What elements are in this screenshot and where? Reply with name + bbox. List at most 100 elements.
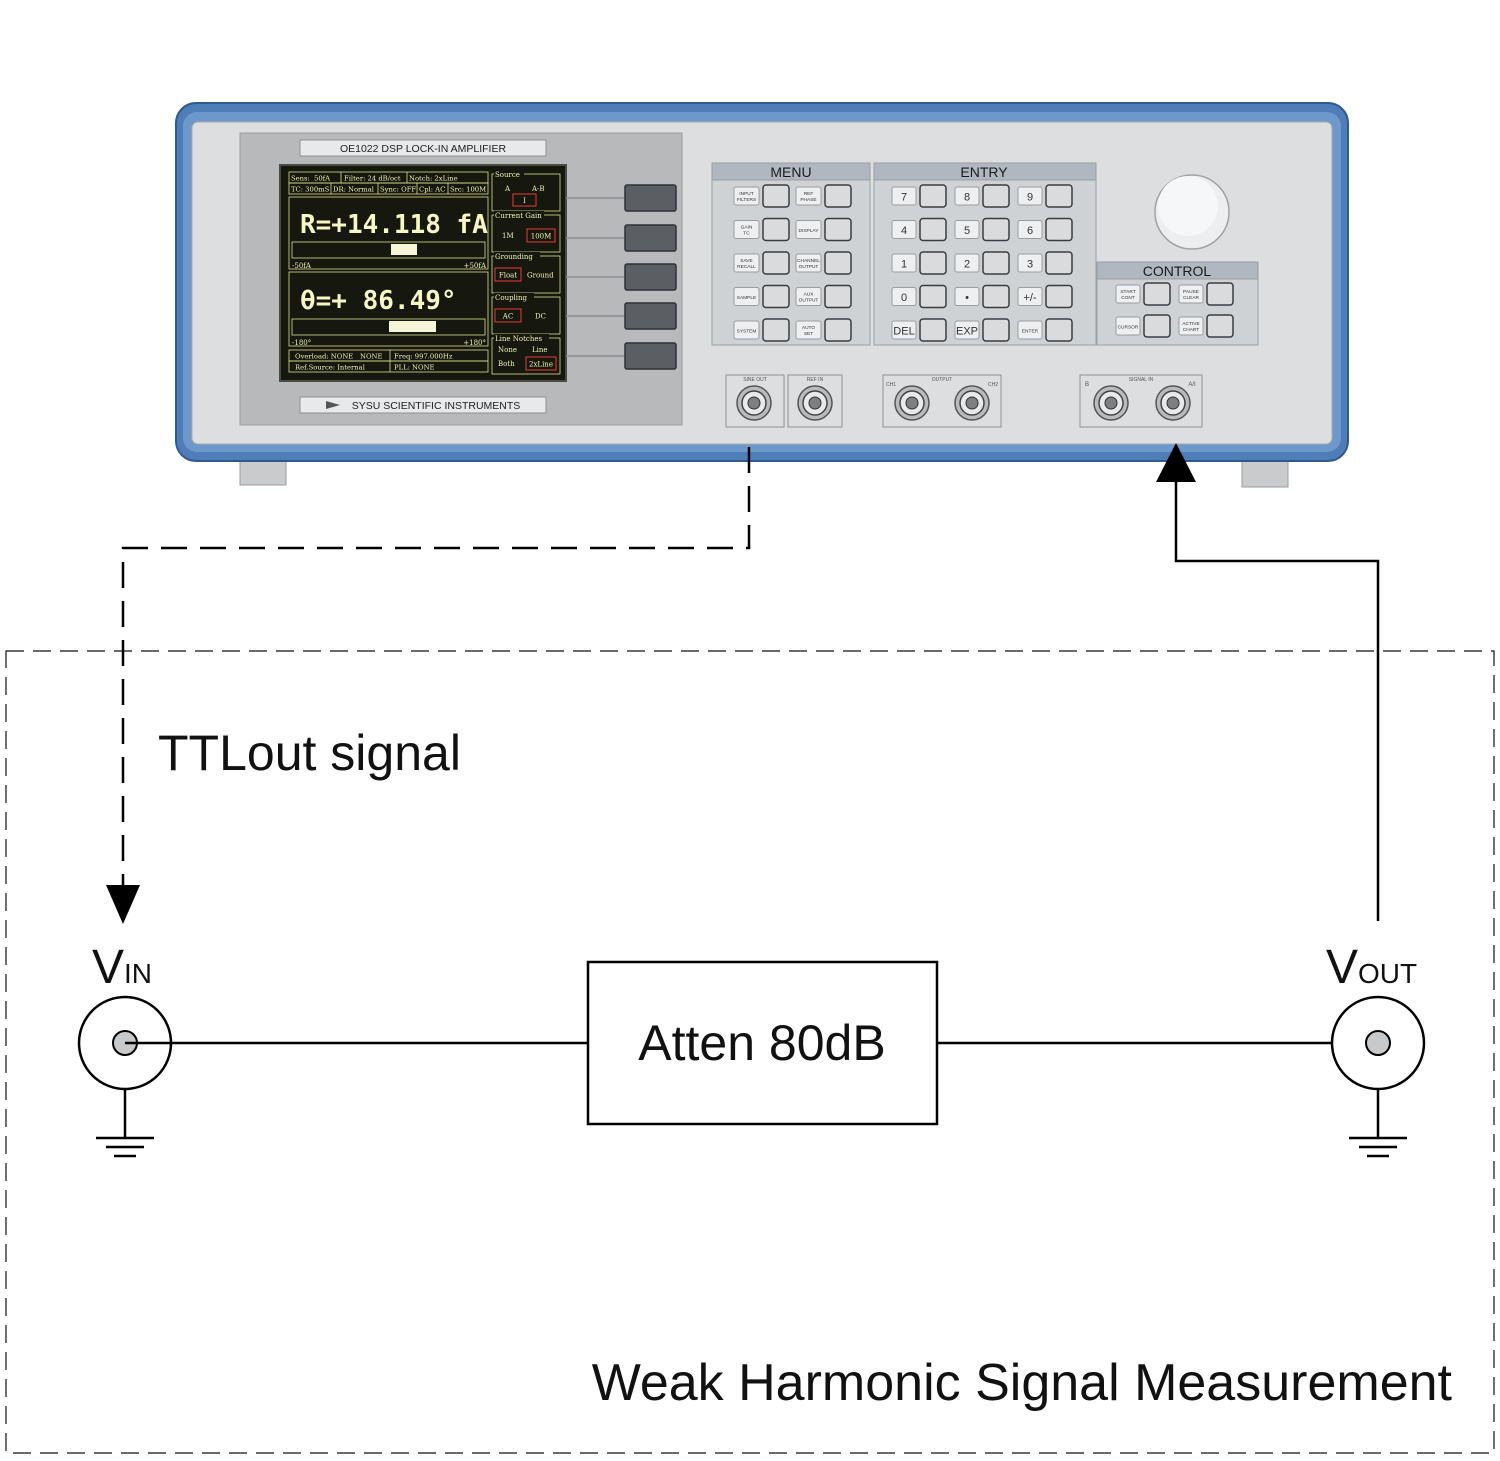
attenuator-label: Atten 80dB <box>638 1015 885 1071</box>
menu-key-ref-phase[interactable] <box>824 184 852 208</box>
entry-label-exp <box>954 320 980 340</box>
entry-title: ENTRY <box>960 164 1008 180</box>
knob-highlight <box>1158 176 1218 236</box>
menu-text-gain-tc: TC <box>743 231 750 237</box>
ref-source-status: Ref.Source: Internal <box>295 364 365 372</box>
svg-text:Current Gain: Current Gain <box>495 212 542 220</box>
soft-key-2[interactable] <box>624 224 677 252</box>
svg-text:A-B: A-B <box>531 185 545 193</box>
soft-key-5[interactable] <box>624 342 677 370</box>
svg-text:A: A <box>504 185 511 193</box>
menu-text-auto-set: SET <box>804 331 813 337</box>
entry-label-del <box>891 320 917 340</box>
r-readout: R=+14.118 fA <box>300 210 488 240</box>
control-key-start-cont[interactable] <box>1143 282 1171 306</box>
status-tc: TC: 300mS <box>291 186 330 194</box>
entry-label-0 <box>891 287 917 306</box>
svg-text:Ground: Ground <box>527 272 554 280</box>
svg-text:I: I <box>523 197 526 205</box>
entry-text-4: 4 <box>901 225 907 237</box>
menu-key-auto-set[interactable] <box>824 318 852 342</box>
menu-label-ref-phase <box>795 186 822 206</box>
control-key-pause-clear[interactable] <box>1206 282 1234 306</box>
menu-text-channel-output: OUTPUT <box>799 264 819 270</box>
entry-text-5: 5 <box>964 225 970 237</box>
entry-text-dot: • <box>965 292 969 304</box>
control-text-start-cont: START <box>1120 289 1135 295</box>
menu-key-input-filters[interactable] <box>762 184 790 208</box>
entry-key-dot[interactable] <box>982 284 1010 309</box>
status-sync: Sync: OFF <box>380 186 416 194</box>
sine-out-bnc-pin <box>747 396 761 410</box>
menu-text-save-recall: SAVE <box>740 258 752 264</box>
ch2-label: CH2 <box>988 382 998 388</box>
menu-key-sample[interactable] <box>762 284 790 309</box>
soft-key-1[interactable] <box>624 184 677 212</box>
svg-text:1M: 1M <box>502 232 514 240</box>
status-sens-value: 50fA <box>314 175 330 183</box>
rear-connectors: SINE OUT REF IN OUTPUT CH1 CH2 SIGNAL IN… <box>725 374 1203 428</box>
side-menu-line-notches: Line Notches None Line Both 2xLine <box>491 334 561 375</box>
entry-key-4[interactable] <box>919 217 947 242</box>
entry-key-5[interactable] <box>982 217 1010 242</box>
menu-text-input-filters: FILTERS <box>737 197 756 203</box>
ref-in-label: REF IN <box>807 377 824 383</box>
maker-logo-icon <box>326 401 340 409</box>
theta-bar-track <box>291 318 486 336</box>
signal-in-b-bnc-pin <box>1104 396 1118 410</box>
control-label-pause-clear <box>1178 284 1204 304</box>
model-label: OE1022 DSP LOCK-IN AMPLIFIER <box>340 143 507 155</box>
freq-status: Freq: 997.000Hz <box>394 353 453 361</box>
menu-key-save-recall[interactable] <box>762 251 790 275</box>
vin-ground-icon <box>96 1089 154 1158</box>
control-key-cursor[interactable] <box>1143 314 1171 338</box>
status-filter: Filter: 24 dB/oct <box>344 175 401 183</box>
entry-key-0[interactable] <box>919 284 947 309</box>
entry-key-9[interactable] <box>1045 184 1073 208</box>
ttl-signal-line <box>121 447 751 885</box>
entry-label-1 <box>891 253 917 273</box>
entry-text-exp: EXP <box>956 326 978 338</box>
svg-text:Coupling: Coupling <box>495 294 528 302</box>
soft-key-4[interactable] <box>624 302 677 330</box>
vin-label: VIN <box>92 941 152 994</box>
entry-label-enter <box>1017 320 1043 340</box>
svg-text:AC: AC <box>502 313 513 321</box>
entry-label-4 <box>891 220 917 239</box>
menu-key-aux-output[interactable] <box>824 284 852 309</box>
entry-key-enter[interactable] <box>1045 318 1073 342</box>
entry-key-2[interactable] <box>982 251 1010 275</box>
model-plate <box>299 139 547 157</box>
overload-status-2: NONE <box>360 353 382 361</box>
entry-key-3[interactable] <box>1045 251 1073 275</box>
menu-key-display[interactable] <box>824 217 852 242</box>
menu-label-sample <box>733 287 760 306</box>
menu-text-display: DISPLAY <box>799 228 820 234</box>
svg-text:100M: 100M <box>531 233 552 241</box>
entry-key-dot[interactable] <box>1045 284 1073 309</box>
entry-key-7[interactable] <box>919 184 947 208</box>
entry-key-1[interactable] <box>919 251 947 275</box>
menu-text-save-recall: RECALL <box>737 264 756 270</box>
menu-label-auto-set <box>795 320 822 340</box>
control-key-active-chart[interactable] <box>1206 314 1234 338</box>
entry-key-exp[interactable] <box>982 318 1010 342</box>
entry-key-del[interactable] <box>919 318 947 342</box>
svg-text:Float: Float <box>499 272 517 280</box>
overload-status: Overload: NONE <box>295 353 353 361</box>
sine-out-label: SINE OUT <box>743 377 767 383</box>
entry-text-enter: ENTER <box>1022 329 1039 335</box>
entry-text-2: 2 <box>964 259 970 271</box>
status-notch: Notch: 2xLine <box>409 175 458 183</box>
menu-key-channel-output[interactable] <box>824 251 852 275</box>
r-scale-left: -50fA <box>292 262 312 270</box>
menu-key-gain-tc[interactable] <box>762 217 790 242</box>
menu-key-system[interactable] <box>762 318 790 342</box>
lcd-screen: Sens: 50fA Filter: 24 dB/oct Notch: 2xLi… <box>279 164 567 382</box>
entry-key-6[interactable] <box>1045 217 1073 242</box>
svg-text:Grounding: Grounding <box>495 253 533 261</box>
signal-in-a-i-bnc-pin <box>1166 396 1180 410</box>
menu-text-channel-output: CHANNEL <box>797 258 820 264</box>
entry-key-8[interactable] <box>982 184 1010 208</box>
soft-key-3[interactable] <box>624 263 677 291</box>
